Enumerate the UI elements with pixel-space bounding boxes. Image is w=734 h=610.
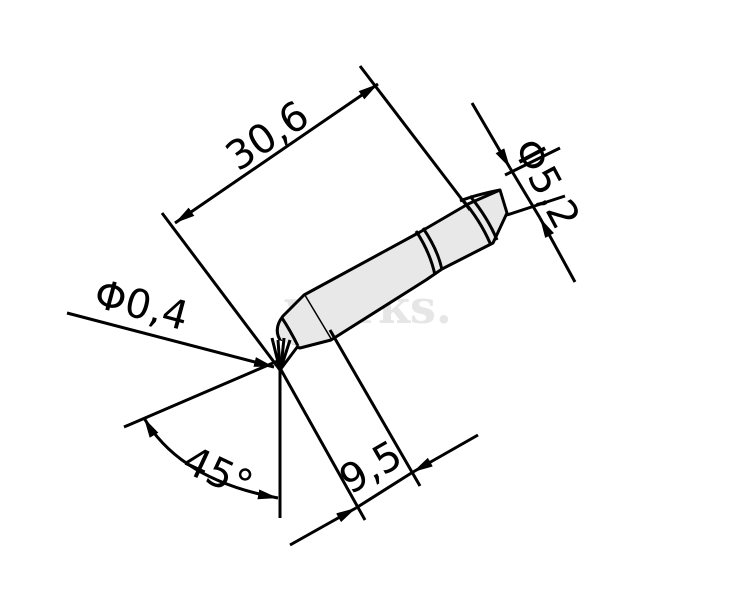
dimension-label: 9,5 (332, 432, 410, 504)
dimension-label: 30,6 (218, 92, 318, 180)
dimension-tip-length: 9,5 (289, 432, 479, 547)
dimension-label: 45° (176, 437, 260, 509)
extension-lines (123, 65, 566, 521)
dimension-tip-angle: 45° (142, 417, 279, 509)
dimension-overall-length: 30,6 (174, 82, 379, 225)
dimension-label: Φ0,4 (89, 271, 193, 340)
dimension-label: Φ5,2 (503, 131, 588, 237)
soldering-tip-body (270, 188, 509, 372)
